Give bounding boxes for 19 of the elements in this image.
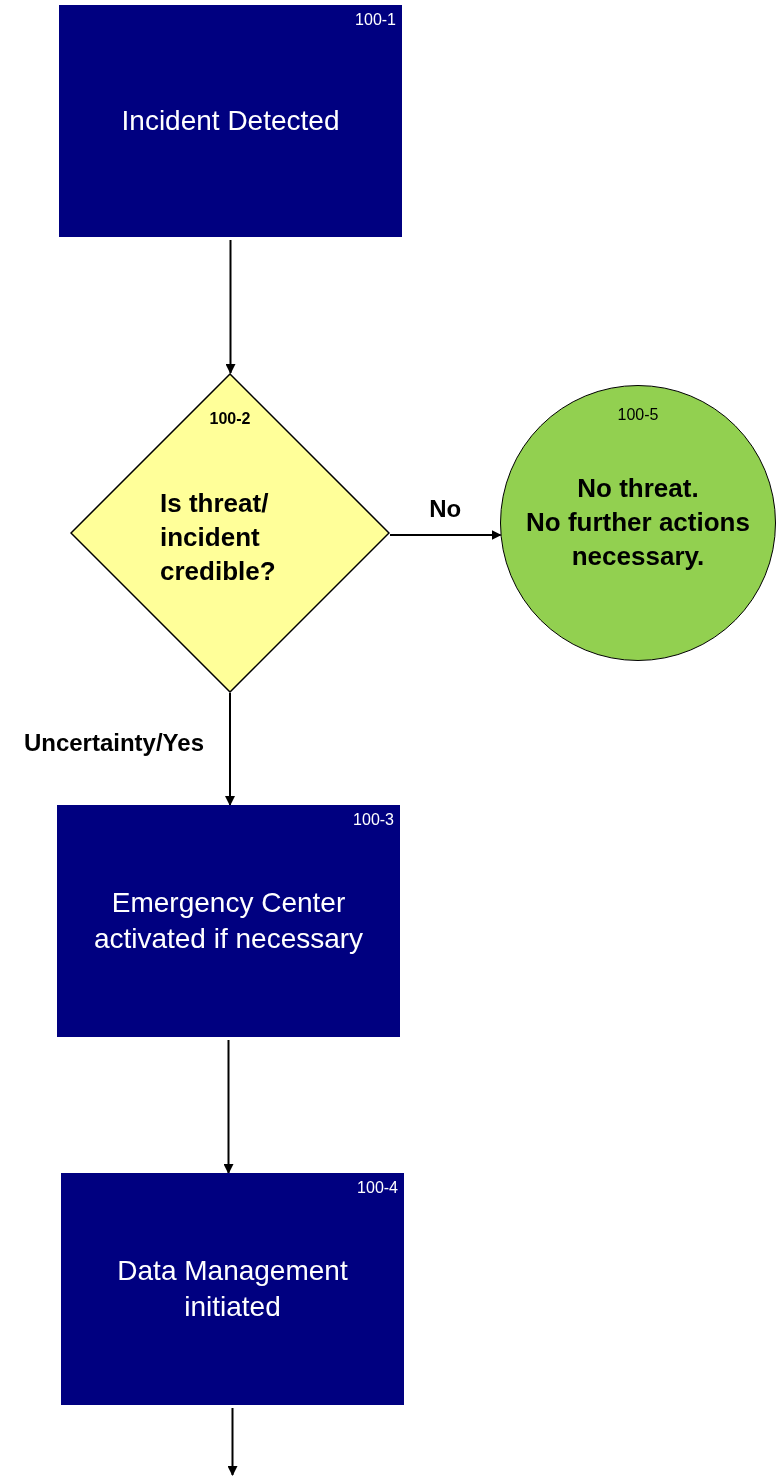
step-text: Incident Detected (121, 103, 340, 138)
arrow (225, 239, 236, 374)
step-number: 100-4 (357, 1179, 398, 1197)
arrow (389, 530, 502, 540)
process-box (61, 1173, 404, 1405)
step-text: Is threat/ incident credible? (160, 487, 277, 588)
step-text: No further actions necessary. (525, 506, 751, 573)
step-text: Data Management initiated (116, 1253, 349, 1324)
step-text: No threat. (577, 472, 699, 506)
arrow (227, 1407, 238, 1476)
arrow (225, 692, 235, 806)
step-number: 100-2 (209, 410, 251, 428)
step-number: 100-3 (353, 811, 394, 829)
process-box (59, 5, 402, 237)
step-number: 100-1 (355, 11, 396, 29)
arrow (223, 1039, 234, 1174)
step-number: 100-5 (617, 406, 659, 424)
process-box (57, 805, 400, 1037)
step-text: Emergency Center activated if necessary (92, 885, 365, 956)
